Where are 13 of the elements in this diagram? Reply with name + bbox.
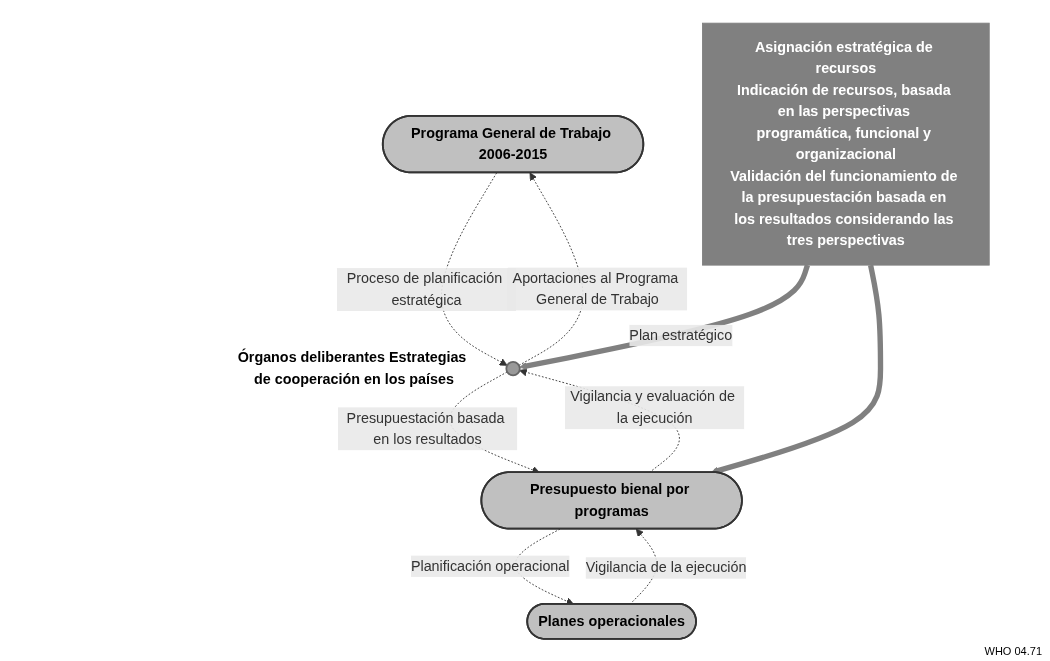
reference-code: WHO 04.71 xyxy=(984,645,1042,657)
arrow xyxy=(711,264,884,474)
arrow xyxy=(519,263,811,370)
edge-label: Planificación operacional xyxy=(411,557,570,573)
node-circle xyxy=(505,360,521,376)
node-box: Asignación estratégica de recursos Indicación de recursos, basada en las perspectivas programática, funcional y organizacional Validación del funcionamiento de la presupuestación basada en los resultados considerando las tres perspectivas xyxy=(702,22,990,266)
edge-label: Aportaciones al Programa General de Trabajo xyxy=(512,269,679,307)
edge-label: Vigilancia de la ejecución xyxy=(585,559,747,575)
edge-label: Vigilancia y evaluación de la ejecución xyxy=(570,388,736,426)
edge-label: Plan estratégico xyxy=(629,326,733,343)
node-label: Órganos deliberantes Estrategias de cooperación en los países xyxy=(237,349,467,387)
edge-label: Proceso de planificación estratégica xyxy=(347,270,503,308)
edge-label: Presupuestación basada en los resultados xyxy=(346,409,505,447)
